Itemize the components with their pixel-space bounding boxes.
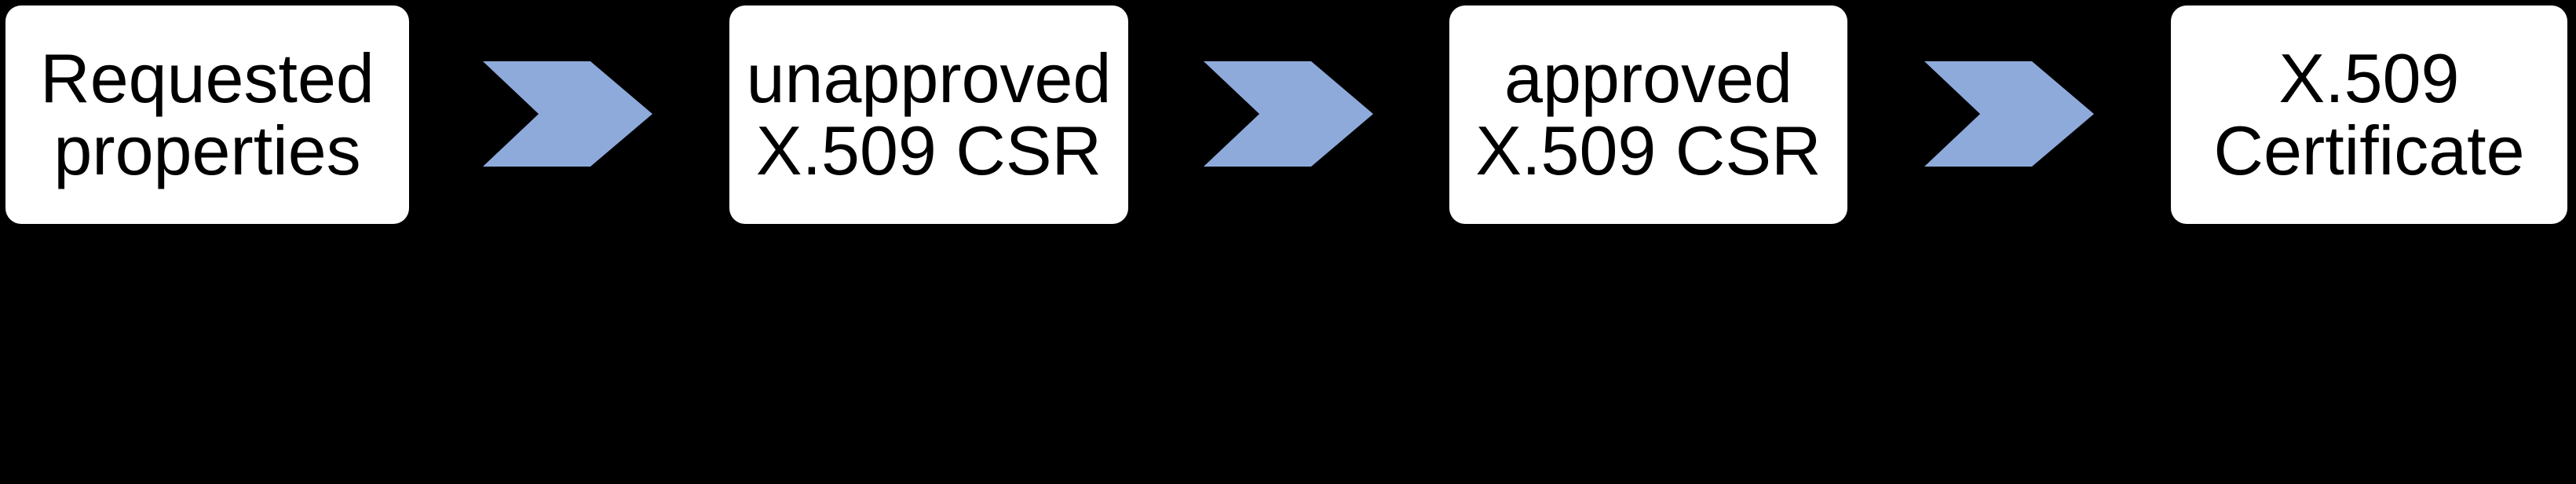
node-label: unapproved X.509 CSR — [746, 38, 1112, 189]
chevron-shape — [483, 61, 652, 167]
node-unapproved-x509-csr: unapproved X.509 CSR — [729, 6, 1128, 224]
chevron-right-icon — [1204, 61, 1373, 167]
node-label: Requested properties — [40, 38, 375, 189]
chevron-shape — [1924, 61, 2094, 167]
node-approved-x509-csr: approved X.509 CSR — [1449, 6, 1847, 224]
node-x509-certificate: X.509 Certificate — [2171, 6, 2567, 224]
node-label: approved X.509 CSR — [1475, 38, 1821, 189]
chevron-right-icon — [1924, 61, 2094, 167]
node-label: X.509 Certificate — [2213, 38, 2525, 189]
chevron-shape — [1204, 61, 1373, 167]
node-requested-properties: Requested properties — [5, 6, 409, 224]
chevron-right-icon — [483, 61, 652, 167]
